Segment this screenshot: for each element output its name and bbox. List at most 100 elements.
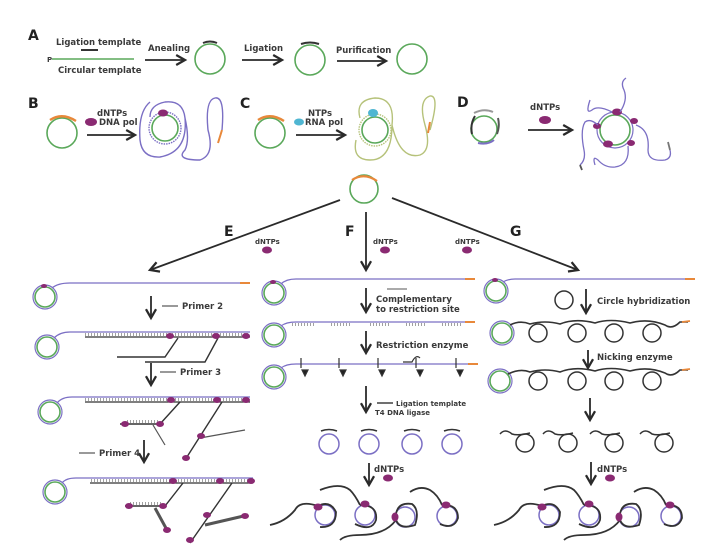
ligation-label: Ligation (244, 44, 283, 54)
e-pol-2c (242, 333, 250, 339)
f-step3b-label: T4 DNA ligase (375, 409, 430, 417)
panel-b-label: B (28, 96, 39, 112)
e-pol-3c (242, 397, 250, 403)
e-pol-4e (159, 503, 167, 509)
e-ring-2 (34, 334, 60, 360)
panel-f-label: F (345, 224, 355, 240)
f-cut-sites (300, 358, 464, 378)
e-pol-2b (212, 333, 220, 339)
e-pol-4a (169, 478, 177, 484)
g-product-3 (507, 367, 688, 376)
e-pol-1 (41, 284, 47, 288)
f-step1a-label: Complementary (376, 295, 452, 305)
b-product-end (217, 129, 223, 144)
f-template-1 (263, 282, 285, 304)
c-template-circle (361, 116, 389, 144)
e-displaced-3b (184, 401, 223, 461)
e-template-1 (34, 286, 56, 308)
g-polymerase-icon (462, 246, 472, 254)
e-pol-3e (156, 421, 164, 427)
panel-g: Circle hybridization Nicking enzyme (483, 278, 695, 541)
e-ring-4 (42, 479, 68, 505)
e-pol-2a (166, 333, 174, 339)
d-circular-template (470, 115, 498, 143)
e-template-3 (39, 401, 61, 423)
f-ring-1 (261, 280, 287, 306)
d-primer-2 (470, 115, 476, 135)
phosphate-label: P (47, 56, 52, 64)
purification-label: Purification (336, 46, 391, 56)
g-probe-circle (554, 290, 574, 310)
e-product-2 (53, 331, 250, 339)
f-hybridized-oligos (292, 323, 462, 326)
e-pol-4c (247, 478, 255, 484)
panel-a: A Ligation template P Circular template … (28, 28, 428, 76)
d-primer-4 (496, 117, 500, 135)
g-nicked-circles (528, 371, 662, 391)
c-rna-pol-label: RNA pol (305, 118, 343, 128)
d-product-3-end (667, 141, 671, 151)
g-product-2-end (681, 320, 691, 323)
circular-template (46, 117, 78, 149)
ligated-circle (294, 44, 326, 76)
d-product-5 (579, 119, 599, 166)
c-product-end (427, 121, 431, 134)
e-duplex-3a (125, 420, 158, 423)
e-displaced-2 (145, 337, 219, 363)
branch-template-circle (349, 174, 379, 204)
annealing-label: Anealing (148, 44, 190, 54)
e-pol-4i (186, 537, 194, 543)
g-rca-products (493, 485, 683, 541)
panel-c-label: C (240, 96, 250, 112)
d-pol-4 (603, 140, 613, 148)
e-template-4 (44, 481, 66, 503)
e-tail-3a (152, 424, 166, 446)
panel-e: Primer 2 Primer 3 Primer 4 (32, 282, 255, 544)
e-pol-3d (121, 421, 129, 427)
d-polymerase-icon (539, 116, 551, 124)
e-pol-3f (197, 433, 205, 439)
e-product-1 (51, 282, 250, 289)
e-pol-4f (163, 527, 171, 533)
e-tail-3b (199, 429, 246, 439)
e-template-2 (36, 336, 58, 358)
e-pol-4d (125, 503, 133, 509)
d-pol-1 (612, 108, 622, 116)
e-displaced-4b (189, 482, 233, 544)
f-step3a-label: Ligation template (396, 400, 466, 408)
g-hybridized-circles (528, 323, 662, 343)
g-template-2 (491, 322, 513, 344)
g-product-2 (509, 319, 688, 328)
e-product-3 (56, 396, 250, 404)
d-dntps-label: dNTPs (530, 103, 560, 113)
g-ring-2 (489, 320, 515, 346)
g-step1-label: Circle hybridization (597, 297, 690, 307)
c-primer (257, 115, 285, 123)
e-pol-3a (167, 397, 175, 403)
f-ring-3 (261, 364, 287, 390)
e-pol-3b (213, 397, 221, 403)
g-pol-1 (492, 278, 498, 282)
panel-b: B dNTPs DNA pol (28, 96, 224, 161)
e-tail-4a (153, 507, 169, 531)
e-product-4 (61, 477, 253, 484)
c-polymerase-on-circle (368, 109, 378, 117)
e-pol-4h (241, 513, 249, 519)
primer (49, 115, 77, 123)
branch-primer (351, 175, 378, 182)
panel-g-label: G (510, 224, 522, 240)
e-pol-3g (182, 455, 190, 461)
d-pol-3 (627, 140, 635, 146)
e-ring-3 (37, 399, 63, 425)
g-step2-label: Nicking enzyme (597, 353, 673, 363)
f-ring-2 (261, 322, 287, 348)
d-pol-5 (593, 123, 601, 129)
b-dntps-label: dNTPs (97, 109, 127, 119)
panel-a-label: A (28, 28, 39, 44)
annealed-circle (194, 43, 226, 75)
primer4-label: Primer 4 (99, 449, 140, 459)
annealed-ligation-template (202, 40, 218, 44)
e-dntps-label: dNTPs (255, 238, 280, 246)
panel-e-label: E (224, 224, 234, 240)
